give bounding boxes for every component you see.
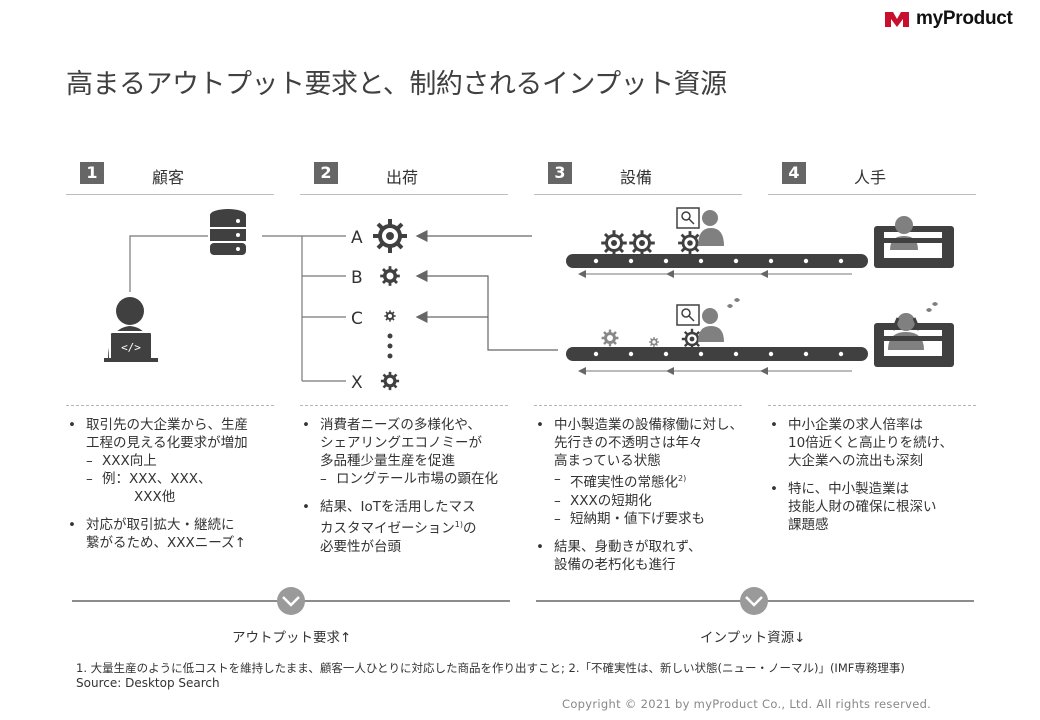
column-number: 2 xyxy=(314,162,338,184)
gear-icon xyxy=(378,264,402,288)
gear-icon xyxy=(371,217,409,255)
arrow xyxy=(415,270,558,351)
conveyor-icon xyxy=(566,347,868,375)
sub-item: –ロングテール市場の顕在化 xyxy=(320,471,498,487)
database-icon xyxy=(210,209,246,255)
flow-diagram: </> A B C X xyxy=(104,207,954,393)
copyright: Copyright © 2021 by myProduct Co., Ltd. … xyxy=(562,697,932,711)
sub-item: –不確実性の常態化2) xyxy=(554,471,687,491)
m-logo-icon xyxy=(885,12,909,27)
bullet-item: •結果、身動きが取れず、設備の老朽化も進行 xyxy=(536,538,702,573)
magnifier-icon xyxy=(676,304,700,326)
dashed-divider xyxy=(66,405,274,406)
sub-item: –例：XXX、XXX、 xyxy=(86,471,212,487)
gear-icon xyxy=(379,370,401,392)
chevron-down-icon xyxy=(277,587,305,615)
summary-divider xyxy=(72,587,974,615)
column-label: 設備 xyxy=(620,168,653,187)
output-label-b: B xyxy=(351,268,363,288)
gear-icon xyxy=(648,336,660,348)
column-header-shipping: 2 出荷 xyxy=(300,158,508,195)
dashed-divider xyxy=(534,405,742,406)
conveyor-icon xyxy=(566,254,868,278)
factory-machine-icon xyxy=(874,216,954,268)
column-label: 人手 xyxy=(854,168,887,187)
worker-icon xyxy=(698,298,740,342)
output-label-c: C xyxy=(351,309,363,329)
dashed-divider xyxy=(768,405,976,406)
output-demand-label: アウトプット要求↑ xyxy=(232,630,352,646)
bullets-equipment: •中小製造業の設備稼働に対し、先行きの不透明さは年々高まっている状態 –不確実性… xyxy=(536,416,750,574)
bullet-item: •結果、IoTを活用したマスカスタマイゼーション1)の必要性が台頭 xyxy=(302,499,477,555)
column-number: 3 xyxy=(548,162,572,184)
column-label: 出荷 xyxy=(386,168,419,187)
page-title: 高まるアウトプット要求と、制約されるインプット資源 xyxy=(66,69,727,100)
sub-item: –短納期・値下げ要求も xyxy=(554,510,705,527)
bullet-item: •消費者ニーズの多様化や、シェアリングエコノミーが多品種少量生産を促進 xyxy=(302,417,482,469)
developer-laptop-icon: </> xyxy=(104,297,158,362)
ellipsis-dot xyxy=(387,333,393,339)
sub-item-continuation: XXX他 xyxy=(134,489,176,505)
factory-machine-icon xyxy=(874,302,954,367)
bullet-item: •中小製造業の設備稼働に対し、先行きの不透明さは年々高まっている状態 xyxy=(536,417,743,469)
bullets-shipping: •消費者ニーズの多様化や、シェアリングエコノミーが多品種少量生産を促進 –ロング… xyxy=(302,416,512,556)
gear-icon xyxy=(627,228,657,258)
gear-icon xyxy=(600,328,620,348)
column-label: 顧客 xyxy=(152,168,185,187)
column-number: 1 xyxy=(80,162,104,184)
bullet-item: •取引先の大企業から、生産工程の見える化要求が増加 xyxy=(68,417,248,451)
magnifier-icon xyxy=(676,207,700,229)
sub-item: –XXXの短期化 xyxy=(554,492,652,509)
connector-line xyxy=(129,235,208,292)
sub-item: –XXX向上 xyxy=(86,453,157,469)
brand-logo: myProduct xyxy=(884,8,1013,30)
column-header-customer: 1 顧客 xyxy=(66,158,274,195)
gear-icon xyxy=(599,228,629,258)
bullet-item: •特に、中小製造業は技能人財の確保に根深い課題感 xyxy=(770,481,937,533)
gear-icon xyxy=(383,309,397,323)
column-header-labor: 4 人手 xyxy=(768,158,976,195)
svg-text:</>: </> xyxy=(121,341,141,354)
source-note: Source: Desktop Search xyxy=(76,676,220,690)
column-header-equipment: 3 設備 xyxy=(534,158,742,195)
dashed-divider xyxy=(300,405,508,406)
chevron-down-icon xyxy=(740,587,768,615)
ellipsis-dot xyxy=(387,353,393,359)
input-resource-label: インプット資源↓ xyxy=(700,630,806,646)
output-label-x: X xyxy=(351,373,363,393)
footnote: 1. 大量生産のように低コストを維持したまま、顧客一人ひとりに対応した商品を作り… xyxy=(76,661,905,675)
bullet-item: •対応が取引拡大・継続に繋がるため、XXXニーズ↑ xyxy=(68,517,246,551)
worker-icon xyxy=(698,210,724,246)
ellipsis-dot xyxy=(387,343,393,349)
bullets-customer: •取引先の大企業から、生産工程の見える化要求が増加 –XXX向上 –例：XXX、… xyxy=(68,416,276,552)
brand-name: myProduct xyxy=(916,8,1013,29)
column-number: 4 xyxy=(782,162,806,184)
output-label-a: A xyxy=(351,228,363,248)
